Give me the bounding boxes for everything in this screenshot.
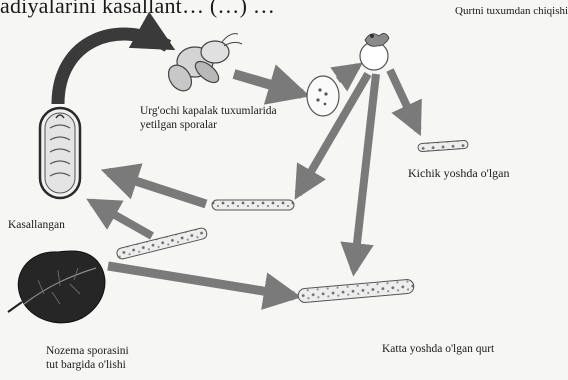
arrow-moth-to-egg <box>234 74 302 94</box>
hatching-larva-icon <box>360 33 389 70</box>
larva-icon-infected-lower <box>116 227 208 260</box>
larva-icon-old <box>298 279 415 303</box>
arrow-cocoon-to-moth <box>58 34 168 104</box>
label-spores-in-eggs-line2: yetilgan sporalar <box>140 118 217 132</box>
arrow-leaf-to-old-larva <box>108 266 294 296</box>
label-leaf-line1: Nozema sporasini <box>46 344 129 358</box>
arrow-lower-larva-to-cocoon <box>92 202 152 236</box>
larva-icon-young <box>418 140 468 151</box>
moth-icon <box>164 34 242 96</box>
label-old-larva: Katta yoshda o'lgan qurt <box>382 342 494 356</box>
label-hatching: Qurtni tuxumdan chiqishi <box>455 4 568 18</box>
label-leaf-line2: tut bargida o'lishi <box>46 358 126 372</box>
label-spores-in-eggs-line1: Urg'ochi kapalak tuxumlarida <box>140 104 277 118</box>
mulberry-leaf-icon <box>8 251 105 323</box>
label-infected: Kasallangan <box>8 218 65 232</box>
cocoon-pupa-icon <box>40 108 80 198</box>
arrow-hatching-to-young-larva <box>390 70 418 130</box>
larva-icon-infected-middle <box>212 200 294 210</box>
label-young-larva: Kichik yoshda o'lgan <box>408 166 509 180</box>
arrow-hatching-to-old-larva <box>354 74 376 270</box>
arrow-egg-to-hatching <box>338 66 358 80</box>
arrow-larva-to-cocoon <box>108 172 206 204</box>
egg-icon <box>307 76 339 116</box>
